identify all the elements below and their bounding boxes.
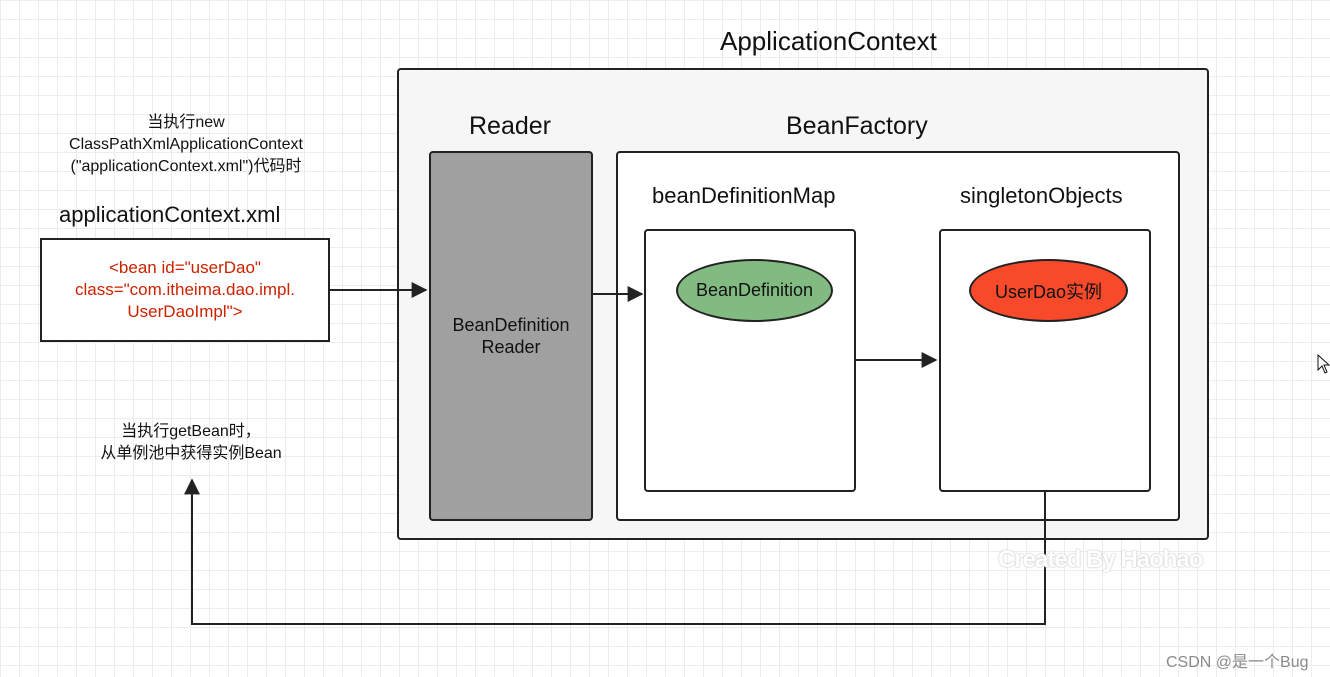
reader-body-line2: Reader	[481, 337, 541, 357]
note-getbean: 当执行getBean时， 从单例池中获得实例Bean	[56, 421, 326, 465]
note-getbean-line2: 从单例池中获得实例Bean	[100, 445, 282, 462]
userdao-instance-node: UserDao实例	[969, 259, 1128, 322]
xml-line3: UserDaoImpl">	[127, 302, 243, 321]
reader-title: Reader	[469, 112, 551, 140]
singleton-objects-title: singletonObjects	[960, 183, 1123, 208]
note-new-context: 当执行new ClassPathXmlApplicationContext ("…	[46, 112, 326, 178]
bean-definition-node: BeanDefinition	[676, 259, 833, 322]
reader-box: BeanDefinition Reader	[429, 151, 593, 521]
note-new-line1: 当执行new	[147, 114, 225, 131]
arrow-singletons-to-getbean	[184, 478, 1046, 625]
reader-body-line1: BeanDefinition	[452, 315, 570, 335]
note-new-line2: ClassPathXmlApplicationContext	[69, 136, 303, 153]
xml-line2: class="com.itheima.dao.impl.	[74, 280, 296, 299]
note-getbean-line1: 当执行getBean时，	[121, 423, 261, 440]
bean-factory-title: BeanFactory	[786, 112, 928, 140]
mouse-cursor-icon	[1317, 354, 1330, 374]
application-context-title: ApplicationContext	[720, 26, 937, 56]
csdn-credit: CSDN @是一个Bug	[1166, 654, 1309, 671]
bean-definition-map-title: beanDefinitionMap	[652, 183, 836, 208]
note-new-line3: ("applicationContext.xml")代码时	[70, 158, 302, 175]
watermark-text: Created By Haohao	[998, 546, 1203, 573]
xml-line1: <bean id="userDao"	[109, 258, 261, 277]
xml-file-box: <bean id="userDao" class="com.itheima.da…	[40, 238, 330, 342]
xml-file-title: applicationContext.xml	[59, 202, 281, 227]
